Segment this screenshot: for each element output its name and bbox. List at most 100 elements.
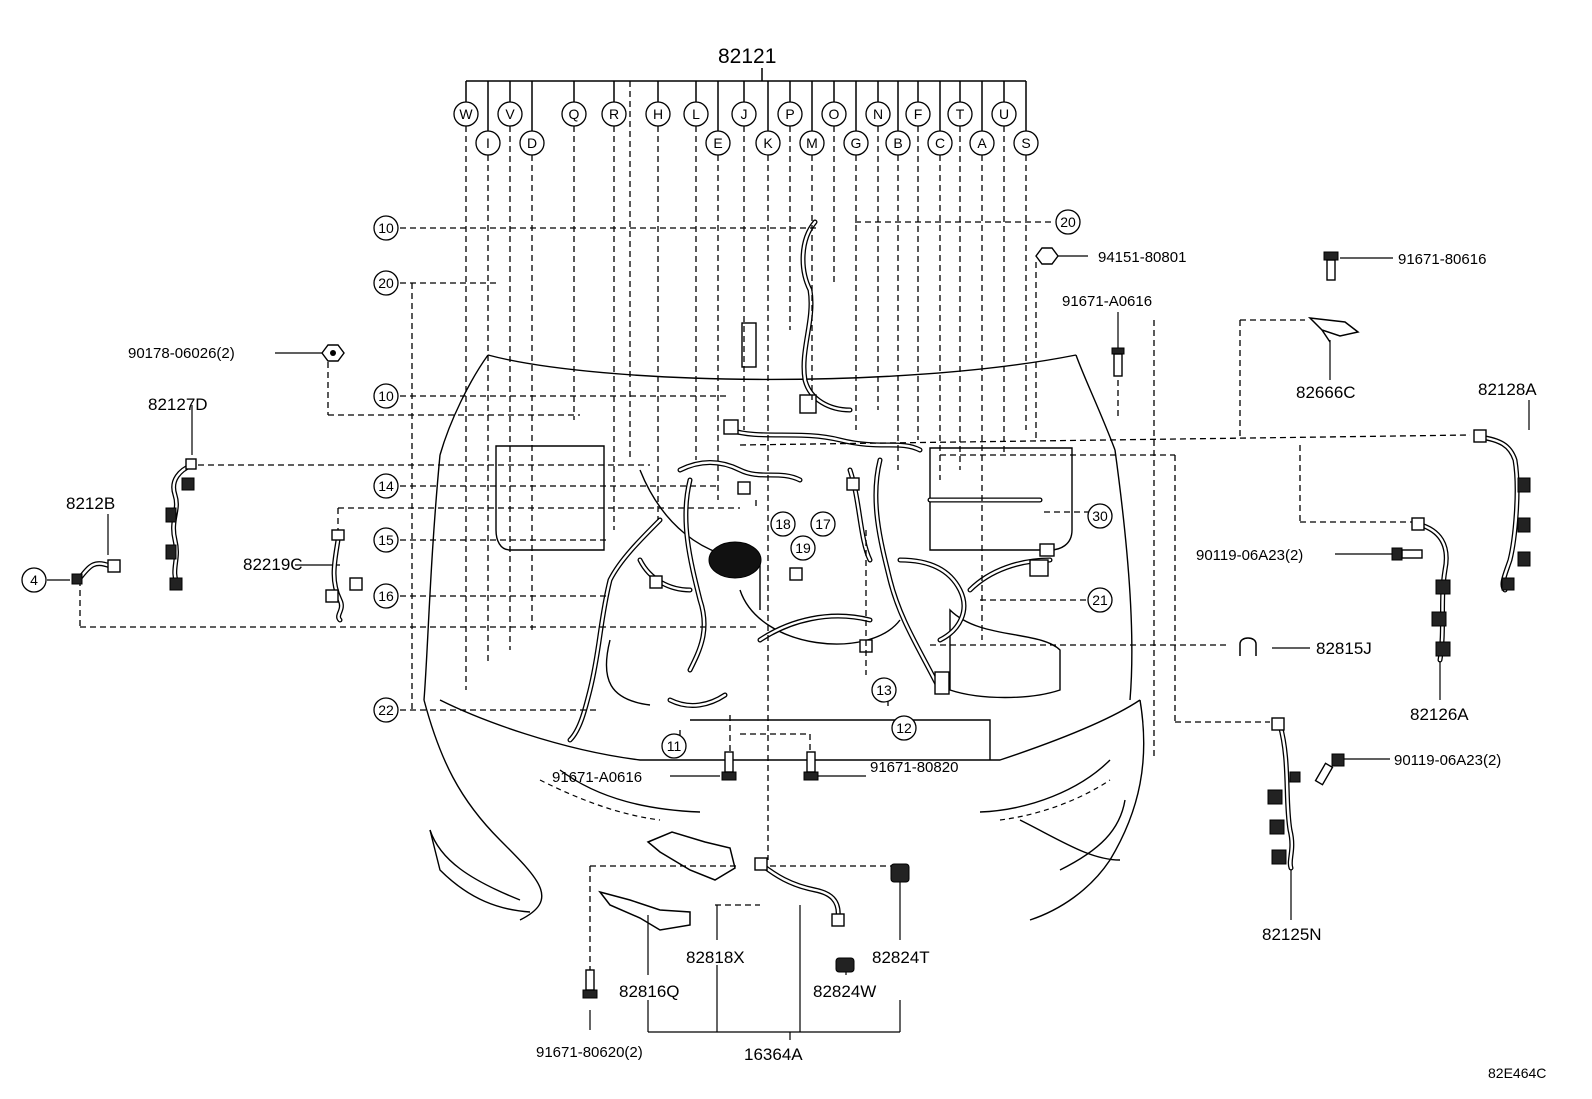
svg-text:10: 10: [378, 388, 394, 404]
label-82125N: 82125N: [1262, 925, 1322, 944]
main-engine-harness: [567, 219, 1055, 743]
label-90119-06A23-b: 90119-06A23(2): [1394, 752, 1501, 769]
harness-letter-I: I: [475, 81, 501, 156]
harness-letter-label: K: [763, 135, 773, 151]
harness-letter-C: C: [927, 81, 953, 156]
label-91671-A0616-top: 91671-A0616: [1062, 293, 1152, 310]
label-82824W: 82824W: [813, 982, 876, 1001]
harness-letter-label: S: [1021, 135, 1030, 151]
label-82815J: 82815J: [1316, 639, 1372, 658]
harness-letter-T: T: [947, 81, 973, 127]
label-90119-06A23-a: 90119-06A23(2): [1196, 547, 1303, 564]
harness-letter-L: L: [683, 81, 709, 127]
bolt-90119-b: [1314, 753, 1345, 786]
svg-text:18: 18: [775, 516, 791, 532]
harness-letter-label: I: [486, 135, 490, 151]
label-91671-80620: 91671-80620(2): [536, 1044, 643, 1061]
harness-letter-label: A: [977, 135, 987, 151]
harness-bracket: [466, 68, 1026, 82]
label-94151-80801: 94151-80801: [1098, 249, 1186, 266]
callout-leaders: [79, 221, 1471, 975]
fastener-leaders: [47, 255, 1530, 1040]
label-82126A: 82126A: [1410, 705, 1469, 724]
fastener-drawings: [321, 247, 1423, 999]
bolt-91671-A0616-top: [1111, 347, 1125, 377]
label-82666C: 82666C: [1296, 383, 1356, 402]
label-82816Q: 82816Q: [619, 982, 680, 1001]
label-91671-A0616-bot: 91671-A0616: [552, 769, 642, 786]
harness-letter-label: G: [851, 135, 862, 151]
harness-82125N-drawing: [1267, 717, 1301, 871]
harness-letter-label: B: [893, 135, 902, 151]
callout-21: 21: [1087, 587, 1113, 613]
bolt-90119-a: [1391, 547, 1423, 561]
label-82818X: 82818X: [686, 948, 745, 967]
harness-letter-P: P: [777, 81, 803, 127]
svg-text:13: 13: [876, 682, 892, 698]
harness-letter-Q: Q: [561, 81, 587, 127]
harness-letter-label: W: [459, 106, 473, 122]
harness-letter-F: F: [905, 81, 931, 127]
harness-letter-O: O: [821, 81, 847, 127]
harness-letter-U: U: [991, 81, 1017, 127]
svg-text:21: 21: [1092, 592, 1108, 608]
nut-90178: [321, 344, 345, 362]
harness-letter-label: T: [956, 106, 965, 122]
callout-14: 14: [373, 473, 399, 499]
harness-letter-G: G: [843, 81, 869, 156]
bracket-82666C-drawing: [1307, 317, 1360, 343]
harness-letter-label: C: [935, 135, 945, 151]
harness-82128A-drawing: [1473, 429, 1531, 593]
callout-4: 4: [21, 567, 47, 593]
svg-text:17: 17: [815, 516, 831, 532]
callout-12: 12: [891, 715, 917, 741]
label-91671-80820: 91671-80820: [870, 759, 958, 776]
svg-text:22: 22: [378, 702, 394, 718]
label-16364A: 16364A: [744, 1045, 803, 1064]
harness-letter-K: K: [755, 81, 781, 156]
callout-circles: 10 20 10 14 15 16 4 22 11 13 12 18 17 19…: [21, 209, 1113, 759]
svg-text:4: 4: [30, 572, 38, 588]
harness-letter-label: H: [653, 106, 663, 122]
svg-text:10: 10: [378, 220, 394, 236]
clip-82815J-drawing: [1239, 637, 1257, 656]
label-82219C: 82219C: [243, 555, 303, 574]
nut-94151: [1035, 247, 1059, 265]
harness-82219C-drawing: [325, 529, 363, 623]
harness-letter-A: A: [969, 81, 995, 156]
part-labels: 82121 82127D 8212B 82219C 82666C 82128A …: [66, 45, 1537, 1064]
label-82127D: 82127D: [148, 395, 208, 414]
svg-text:19: 19: [795, 540, 811, 556]
engine-bay-outline: [423, 354, 1145, 921]
svg-text:11: 11: [667, 738, 682, 754]
svg-text:12: 12: [896, 720, 912, 736]
harness-letter-V: V: [497, 81, 523, 127]
bolt-91671-80616: [1323, 251, 1339, 281]
harness-letter-label: P: [785, 106, 794, 122]
harness-82127D-drawing: [165, 458, 197, 591]
svg-text:30: 30: [1092, 508, 1108, 524]
harness-letter-label: M: [806, 135, 818, 151]
harness-letter-D: D: [519, 81, 545, 156]
harness-letter-label: L: [692, 106, 700, 122]
harness-letter-label: N: [873, 106, 883, 122]
callout-20a: 20: [373, 270, 399, 296]
label-91671-80616: 91671-80616: [1398, 251, 1486, 268]
callout-11: 11: [661, 733, 687, 759]
bolt-91671-80820: [803, 751, 819, 781]
svg-text:15: 15: [378, 532, 394, 548]
label-8212B: 8212B: [66, 494, 115, 513]
callout-10a: 10: [373, 215, 399, 241]
callout-30: 30: [1087, 503, 1113, 529]
bolt-91671-80620: [582, 969, 598, 999]
callout-15: 15: [373, 527, 399, 553]
callout-20b: 20: [1055, 209, 1081, 235]
sub-harness-drawings: [598, 831, 910, 973]
harness-letter-label: F: [914, 106, 923, 122]
harness-letter-M: M: [799, 81, 825, 156]
svg-text:14: 14: [378, 478, 394, 494]
harness-8212B-drawing: [71, 559, 121, 585]
svg-text:20: 20: [378, 275, 394, 291]
